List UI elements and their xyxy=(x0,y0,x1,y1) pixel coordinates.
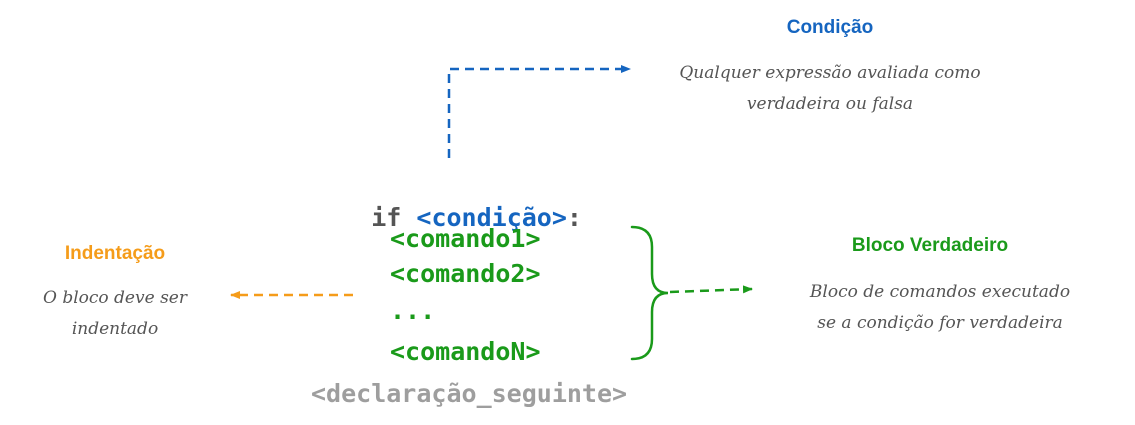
if-line: if <condição>: xyxy=(311,173,582,263)
true-block-description-line-1: Bloco de comandos executado xyxy=(809,282,1071,302)
command-line-2: <comando2> xyxy=(390,259,541,288)
indentation-title: Indentação xyxy=(64,243,166,264)
condition-description: Qualquer expressão avaliada como verdade… xyxy=(620,58,1040,120)
indentation-description-line-2: indentado xyxy=(71,319,159,339)
command-ellipsis: ... xyxy=(390,296,436,325)
condition-arrow xyxy=(447,65,631,158)
if-keyword: if xyxy=(371,203,402,232)
command-line-n: <comandoN> xyxy=(390,337,541,366)
condition-description-line-2: verdadeira ou falsa xyxy=(746,94,914,114)
condition-description-line-1: Qualquer expressão avaliada como xyxy=(679,63,981,83)
colon: : xyxy=(566,203,582,232)
true-block-brace xyxy=(630,225,669,361)
condition-title: Condição xyxy=(786,17,874,38)
true-block-description: Bloco de comandos executado se a condiçã… xyxy=(780,277,1100,339)
indentation-description: O bloco deve ser indentado xyxy=(5,283,225,345)
condition-placeholder: <condição> xyxy=(416,203,567,232)
true-block-description-line-2: se a condição for verdadeira xyxy=(817,313,1063,333)
true-block-arrow xyxy=(669,285,753,294)
next-statement: <declaração_seguinte> xyxy=(311,379,628,408)
command-line-1: <comando1> xyxy=(390,224,541,253)
true-block-title: Bloco Verdadeiro xyxy=(851,235,1009,256)
indentation-description-line-1: O bloco deve ser xyxy=(43,288,187,308)
